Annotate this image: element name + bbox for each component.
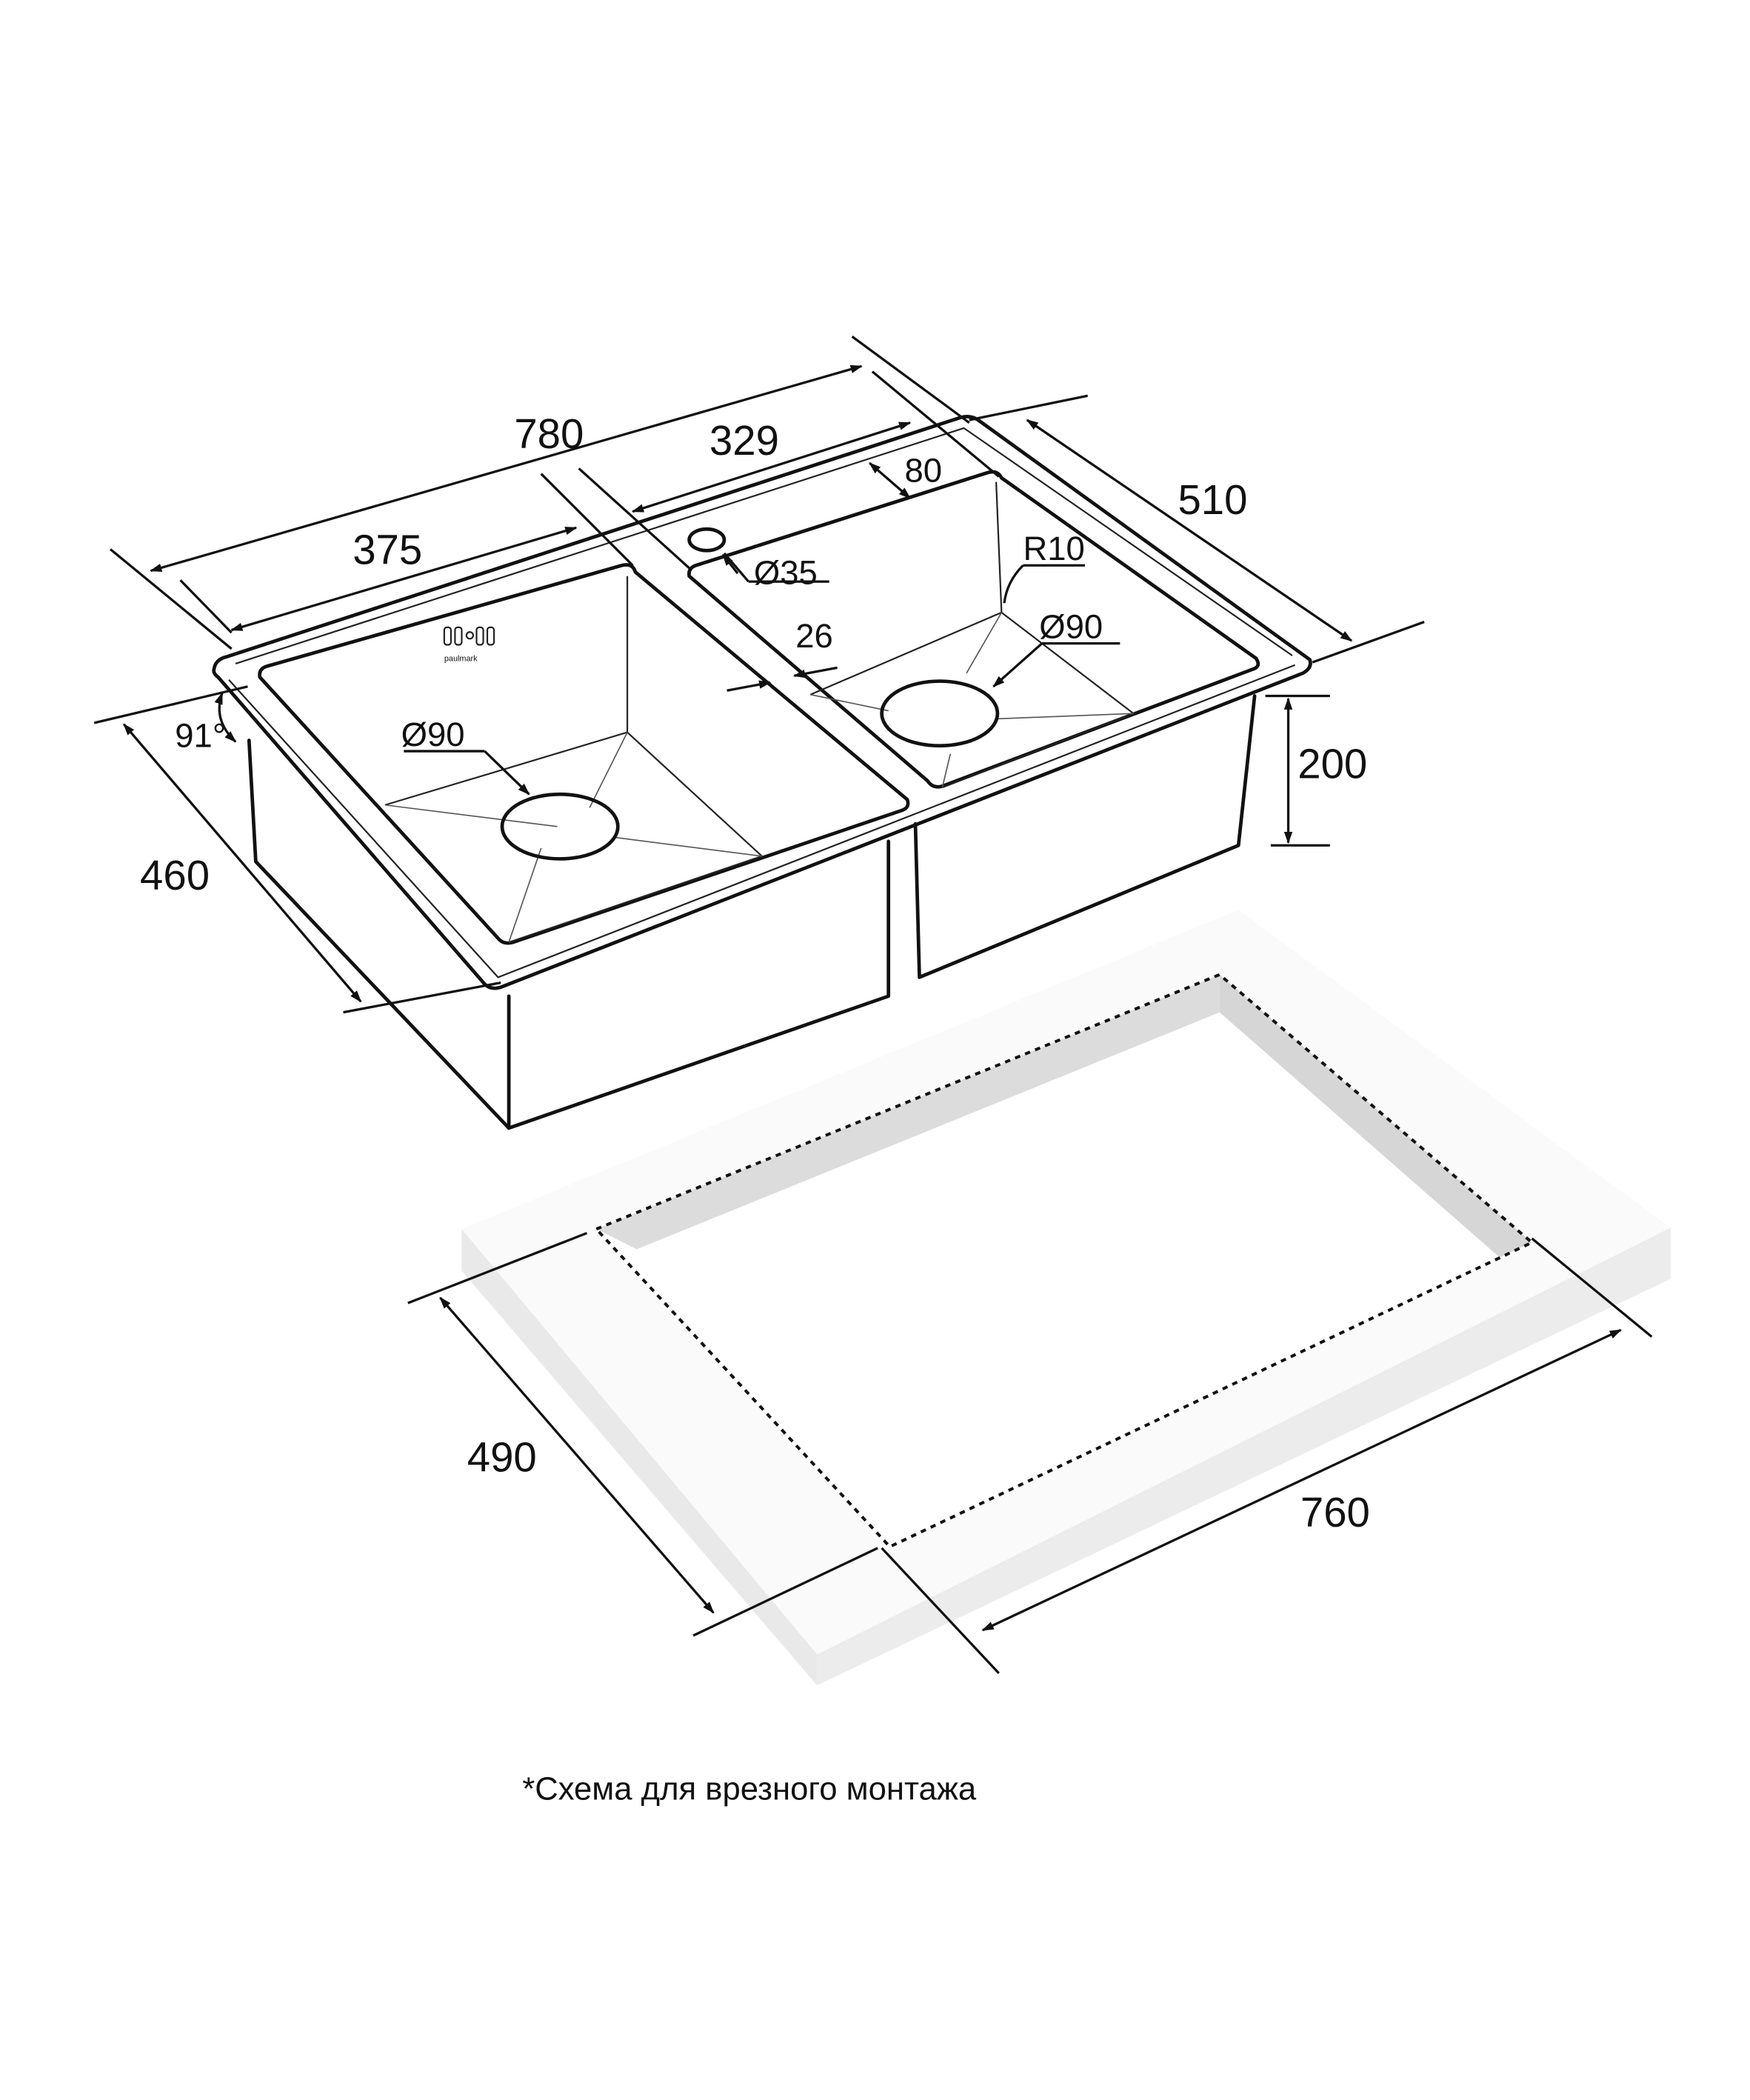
left-bowl-body [247, 739, 891, 1130]
brand-logo: paulmark [443, 626, 495, 663]
dim-26: 26 [795, 617, 833, 655]
dim-510: 510 [1178, 476, 1247, 523]
left-bowl-opening [258, 563, 910, 945]
dimension-lines [93, 336, 1653, 1675]
dim-780: 780 [514, 410, 584, 457]
dim-80: 80 [904, 452, 942, 490]
sink-rim-outer [212, 414, 1312, 990]
dim-200: 200 [1298, 740, 1367, 787]
dim-angle: 91° [175, 717, 226, 755]
cutout-outline [593, 973, 1535, 1549]
cutout-back-wall [596, 974, 1220, 1250]
tap-hole [687, 527, 727, 553]
countertop [461, 910, 1671, 1686]
dim-drain-right: Ø90 [1039, 607, 1103, 645]
footnote: *Схема для врезного монтажа [522, 1772, 977, 1807]
brand-text: paulmark [444, 654, 478, 663]
cutout-right-wall [1219, 974, 1532, 1258]
left-drain-hole [500, 792, 620, 861]
dim-490: 490 [467, 1433, 537, 1480]
dim-drain-left: Ø90 [401, 716, 465, 753]
cutout-opening [596, 974, 1532, 1547]
dim-460: 460 [140, 852, 210, 899]
dim-radius: R10 [1023, 530, 1084, 567]
dim-375: 375 [353, 526, 422, 573]
dim-760: 760 [1300, 1489, 1370, 1536]
right-bowl-body [913, 694, 1257, 979]
right-drain-hole [880, 679, 1000, 748]
dim-329: 329 [709, 417, 779, 464]
dim-tap-hole: Ø35 [754, 554, 818, 592]
